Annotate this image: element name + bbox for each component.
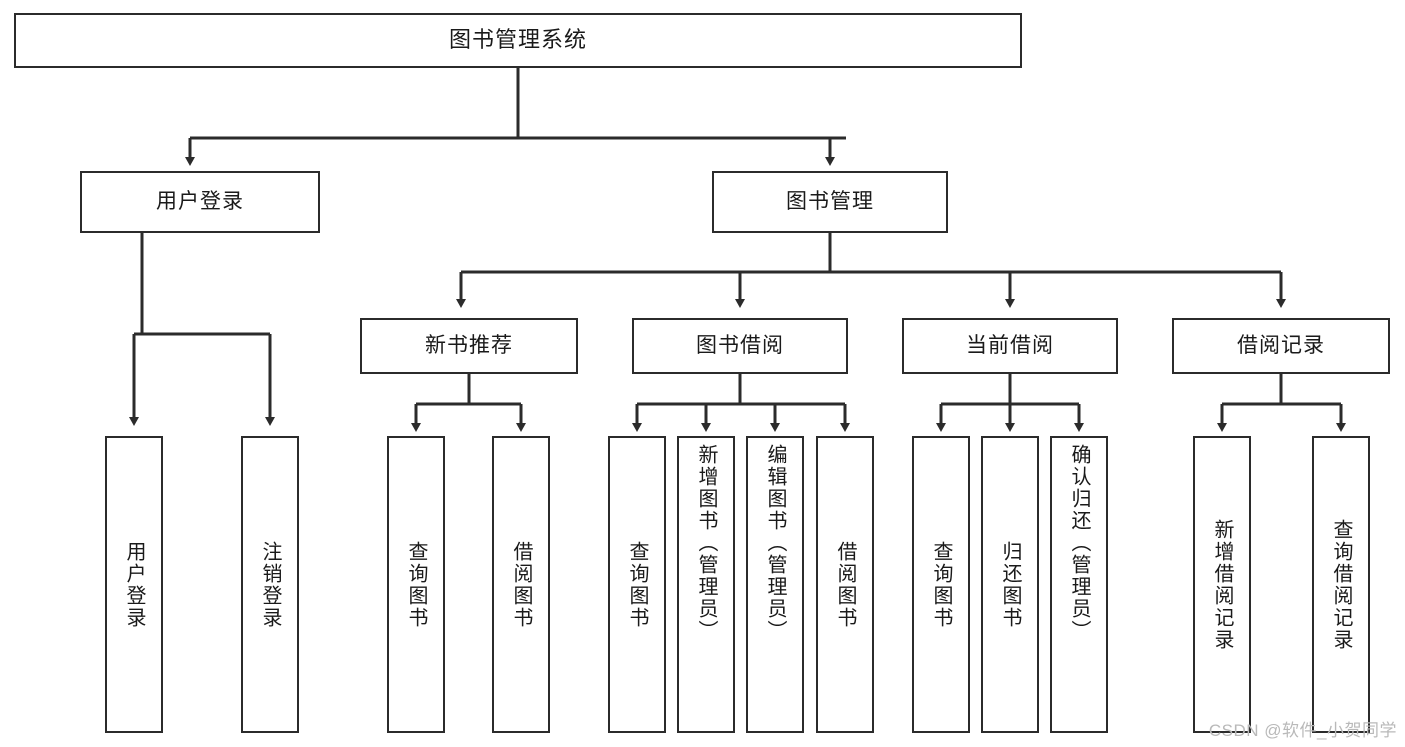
leaf-current-confirm-return-admin[interactable]: 确认归还（管理员） (1050, 436, 1108, 733)
leaf-new-book-search-label: 查询图书 (405, 540, 427, 629)
node-new-book-recommend-label: 新书推荐 (425, 334, 513, 358)
leaf-borrow-borrow-book[interactable]: 借阅图书 (816, 436, 874, 733)
node-current-borrow-label: 当前借阅 (966, 334, 1054, 358)
leaf-borrow-edit-book-admin[interactable]: 编辑图书（管理员） (746, 436, 804, 733)
node-root-system[interactable]: 图书管理系统 (14, 13, 1022, 68)
node-book-borrow-label: 图书借阅 (696, 334, 784, 358)
node-borrow-records[interactable]: 借阅记录 (1172, 318, 1390, 374)
leaf-borrow-add-book-admin[interactable]: 新增图书（管理员） (677, 436, 735, 733)
node-borrow-records-label: 借阅记录 (1237, 334, 1325, 358)
leaf-current-search-book[interactable]: 查询图书 (912, 436, 970, 733)
node-user-login[interactable]: 用户登录 (80, 171, 320, 233)
leaf-user-login-signout[interactable]: 注销登录 (241, 436, 299, 733)
node-current-borrow[interactable]: 当前借阅 (902, 318, 1118, 374)
leaf-user-login-signin[interactable]: 用户登录 (105, 436, 163, 733)
leaf-new-book-borrow-label: 借阅图书 (510, 540, 532, 629)
leaf-new-book-borrow[interactable]: 借阅图书 (492, 436, 550, 733)
leaf-user-login-signin-label: 用户登录 (123, 540, 145, 629)
leaf-borrow-search-book[interactable]: 查询图书 (608, 436, 666, 733)
leaf-records-add-record-label: 新增借阅记录 (1211, 518, 1233, 651)
leaf-borrow-search-book-label: 查询图书 (626, 540, 648, 629)
leaf-current-search-book-label: 查询图书 (930, 540, 952, 629)
leaf-borrow-edit-book-admin-label: 编辑图书（管理员） (764, 444, 786, 642)
leaf-user-login-signout-label: 注销登录 (259, 540, 281, 629)
leaf-borrow-add-book-admin-label: 新增图书（管理员） (695, 444, 717, 642)
leaf-new-book-search[interactable]: 查询图书 (387, 436, 445, 733)
node-user-login-label: 用户登录 (156, 190, 244, 214)
leaf-current-return-book[interactable]: 归还图书 (981, 436, 1039, 733)
node-book-management-label: 图书管理 (786, 190, 874, 214)
leaf-current-return-book-label: 归还图书 (999, 540, 1021, 629)
node-book-borrow[interactable]: 图书借阅 (632, 318, 848, 374)
leaf-borrow-borrow-book-label: 借阅图书 (834, 540, 856, 629)
leaf-records-search-record-label: 查询借阅记录 (1330, 518, 1352, 651)
leaf-current-confirm-return-admin-label: 确认归还（管理员） (1068, 444, 1090, 642)
leaf-records-add-record[interactable]: 新增借阅记录 (1193, 436, 1251, 733)
node-root-system-label: 图书管理系统 (448, 27, 587, 53)
node-book-management[interactable]: 图书管理 (712, 171, 948, 233)
leaf-records-search-record[interactable]: 查询借阅记录 (1312, 436, 1370, 733)
csdn-watermark: CSDN @软件_小贺同学 (1208, 721, 1397, 740)
node-new-book-recommend[interactable]: 新书推荐 (360, 318, 578, 374)
